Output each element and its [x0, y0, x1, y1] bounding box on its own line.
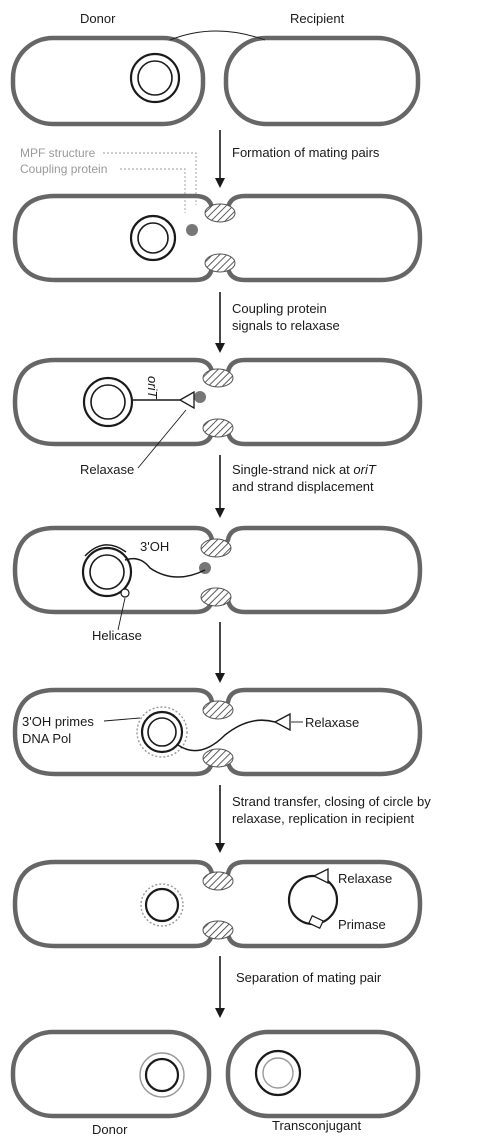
donor-cell-7	[10, 1029, 212, 1119]
transconjugant-plasmid-7	[254, 1049, 302, 1097]
donor-label-top: Donor	[80, 11, 116, 26]
donor-label-bottom: Donor	[92, 1122, 128, 1137]
primes-label-line2: DNA Pol	[22, 731, 71, 746]
helicase-leader	[117, 597, 126, 631]
step-label-5a: Strand transfer, closing of circle by	[232, 794, 431, 809]
mpf-structure-label: MPF structure	[20, 146, 96, 160]
step-arrow-2-head	[215, 343, 225, 353]
mpf-leader	[103, 152, 197, 205]
orit-label: oriT	[145, 376, 160, 399]
step-label-2b: signals to relaxase	[232, 318, 340, 333]
relaxase-triangle-6	[312, 867, 329, 885]
coupling-protein-label: Coupling protein	[20, 162, 107, 176]
step-arrow-4-head	[215, 673, 225, 683]
recipient-cell-1	[223, 35, 421, 127]
mpf-pore-5-top	[202, 700, 234, 720]
primase-label: Primase	[338, 917, 386, 932]
coupling-protein-dot-2	[186, 224, 198, 236]
coupling-leader	[120, 168, 186, 213]
step-arrow-1-head	[215, 178, 225, 188]
displaced-strand-4	[124, 557, 206, 578]
transconjugant-label: Transconjugant	[272, 1118, 362, 1133]
step-label-3b: and strand displacement	[232, 479, 374, 494]
mpf-pore-4-bottom	[200, 587, 232, 607]
plasmid-3	[82, 376, 134, 428]
mpf-pore-5-bottom	[202, 748, 234, 768]
donor-cell-1	[10, 35, 206, 127]
relaxase-triangle-5	[273, 712, 291, 732]
mpf-pore-2-top	[204, 203, 236, 223]
mpf-pore-6-top	[202, 871, 234, 891]
helicase-marker	[120, 588, 130, 598]
step-label-5b: relaxase, replication in recipient	[232, 811, 414, 826]
three-oh-arc	[84, 544, 127, 557]
transconjugant-cell-7	[225, 1029, 421, 1119]
relaxase-leader-3	[137, 409, 187, 469]
plasmid-1	[129, 52, 181, 104]
step-label-2a: Coupling protein	[232, 301, 327, 316]
donor-plasmid-7	[139, 1052, 185, 1098]
relaxase-triangle-3	[178, 390, 195, 410]
plasmid-5	[136, 706, 188, 758]
mpf-pore-3-bottom	[202, 418, 234, 438]
plasmid-2	[129, 214, 177, 262]
helicase-label: Helicase	[92, 628, 142, 643]
step-arrow-6-head	[215, 1008, 225, 1018]
relaxase-label-5: Relaxase	[305, 715, 359, 730]
recipient-label-top: Recipient	[290, 11, 345, 26]
relaxase-label-6: Relaxase	[338, 871, 392, 886]
primes-label-line1: 3'OH primes	[22, 714, 94, 729]
pilus-1	[169, 30, 266, 41]
mpf-pore-4-top	[200, 538, 232, 558]
step-label-3a: Single-strand nick at oriT	[232, 462, 377, 477]
mpf-pore-2-bottom	[204, 253, 236, 273]
mpf-pore-6-bottom	[202, 920, 234, 940]
primes-leader	[103, 717, 141, 722]
relaxase-label-3: Relaxase	[80, 462, 134, 477]
coupling-protein-dot-3	[194, 391, 206, 403]
transferred-strand-5	[177, 719, 276, 752]
mpf-pore-3-top	[202, 368, 234, 388]
plasmid-4	[81, 546, 133, 598]
primase-marker	[308, 915, 324, 929]
step-label-1: Formation of mating pairs	[232, 145, 380, 160]
donor-plasmid-6	[140, 883, 184, 927]
step-label-6: Separation of mating pair	[236, 970, 382, 985]
step-arrow-3-head	[215, 508, 225, 518]
step-arrow-5-head	[215, 843, 225, 853]
three-oh-label-4: 3'OH	[140, 539, 169, 554]
